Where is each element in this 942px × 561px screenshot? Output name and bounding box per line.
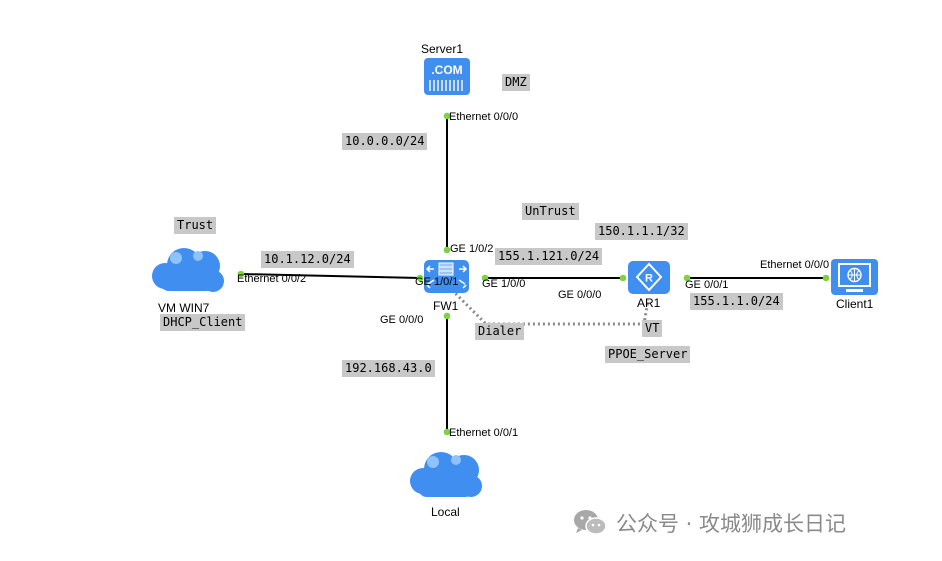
note-dialer: Dialer xyxy=(475,323,525,340)
note-pppoe-server: PPOE_Server xyxy=(605,346,691,363)
port-label-server-eth: Ethernet 0/0/0 xyxy=(449,111,519,123)
port-dot-fw-ge101 xyxy=(416,274,424,282)
port-label-client-eth: Ethernet 0/0/0 xyxy=(760,259,830,271)
port-dot-fw-ge000 xyxy=(443,312,451,320)
note-dhcp-client: DHCP_Client xyxy=(160,314,246,331)
port-label-fw-ge101: GE 1/0/1 xyxy=(415,276,459,288)
port-dot-fw-ge100 xyxy=(481,274,489,282)
port-dot-client xyxy=(822,274,830,282)
device-label-fw1: FW1 xyxy=(433,299,459,313)
watermark-text: 公众号 · 攻城狮成长日记 xyxy=(616,512,847,536)
port-label-fw-ge000: GE 0/0/0 xyxy=(380,314,424,326)
device-label-client1: Client1 xyxy=(836,297,874,311)
note-net-local: 192.168.43.0 xyxy=(342,360,435,377)
router-icon[interactable]: R xyxy=(628,261,670,294)
watermark: 公众号 · 攻城狮成长日记 xyxy=(572,506,846,540)
port-label-ar-ge001: GE 0/0/1 xyxy=(685,279,729,291)
note-net-client: 155.1.1.0/24 xyxy=(690,293,783,310)
port-dot-server xyxy=(443,112,451,120)
port-label-fw-ge100: GE 1/0/0 xyxy=(482,278,526,290)
cloud-icon[interactable] xyxy=(410,452,482,497)
port-dot-ar-ge001 xyxy=(683,274,691,282)
note-dmz: DMZ xyxy=(502,74,530,91)
cloud-icon[interactable] xyxy=(152,248,224,292)
port-dot-vm xyxy=(237,270,245,278)
port-dot-local xyxy=(443,428,451,436)
port-label-vm-eth: Ethernet 0/0/2 xyxy=(237,273,307,285)
note-net-trust: 10.1.12.0/24 xyxy=(261,251,354,268)
port-dot-fw-ge102 xyxy=(443,246,451,254)
device-label-local: Local xyxy=(431,505,460,519)
port-label-ar-ge000: GE 0/0/0 xyxy=(558,289,602,301)
note-untrust: UnTrust xyxy=(522,203,579,220)
note-net-untrust: 155.1.121.0/24 xyxy=(495,248,603,265)
port-dots xyxy=(237,112,830,436)
note-loopback: 150.1.1.1/32 xyxy=(595,223,688,240)
port-dot-ar-ge000 xyxy=(619,274,627,282)
device-label-server1: Server1 xyxy=(421,42,464,56)
device-label-vm-win7: VM WIN7 xyxy=(158,301,210,315)
server-icon-text: .COM xyxy=(431,63,462,77)
server-icon[interactable]: .COM xyxy=(424,58,470,95)
router-icon-text: R xyxy=(645,273,653,285)
link-dialer-vt[interactable] xyxy=(450,288,650,326)
port-label-fw-ge102: GE 1/0/2 xyxy=(450,243,494,255)
firewall-icon[interactable] xyxy=(424,260,469,293)
pc-icon[interactable] xyxy=(831,259,878,295)
port-label-local-eth: Ethernet 0/0/1 xyxy=(449,427,519,439)
note-vt: VT xyxy=(642,320,663,337)
wechat-icon xyxy=(574,510,607,535)
device-label-ar1: AR1 xyxy=(637,296,661,310)
note-trust: Trust xyxy=(174,217,217,234)
link-vm-fw1[interactable] xyxy=(240,273,421,279)
note-net-dmz: 10.0.0.0/24 xyxy=(342,133,428,150)
